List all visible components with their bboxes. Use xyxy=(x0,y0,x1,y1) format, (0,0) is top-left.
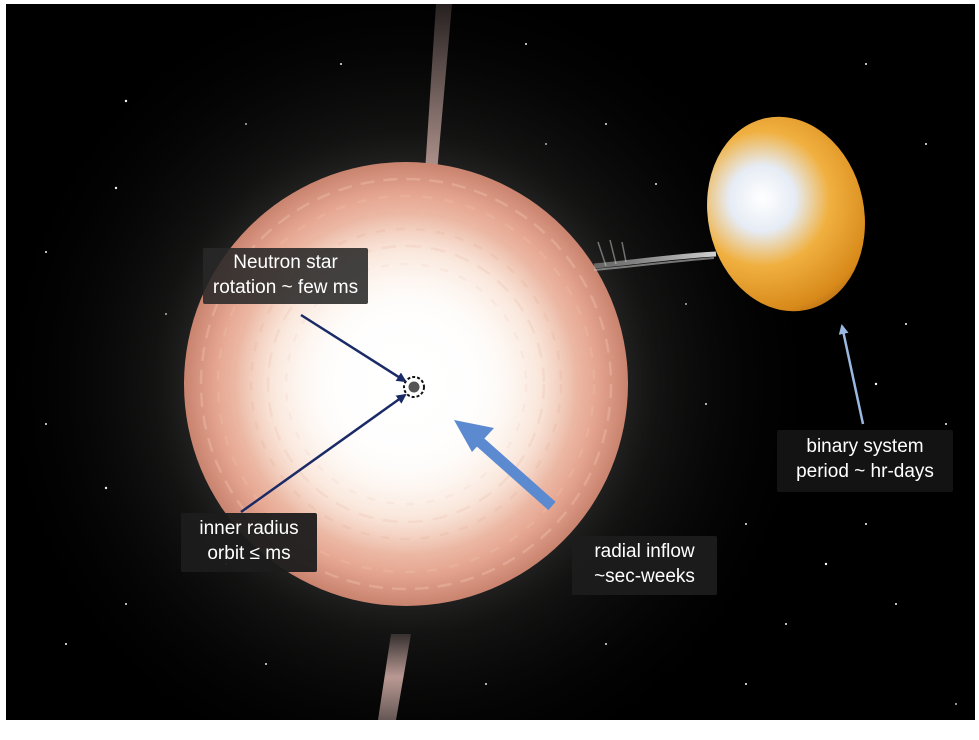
companion-star xyxy=(707,116,865,312)
radial-inflow-label-line2: ~sec-weeks xyxy=(594,566,695,587)
inner-radius-label-line2: orbit ≤ ms xyxy=(207,543,291,564)
neutron-star-label-bg xyxy=(203,248,368,304)
mass-transfer-stream xyxy=(593,239,717,271)
radial-inflow-label-bg xyxy=(572,536,717,595)
arrow-inner-radius xyxy=(240,393,407,514)
arrow-radial-inflow xyxy=(454,420,556,511)
binary-system-label-line1: binary system xyxy=(806,436,924,457)
neutron-star-marker xyxy=(403,376,425,398)
binary-system-label-bg xyxy=(777,430,953,492)
jet-lower xyxy=(378,634,411,720)
accretion-scene xyxy=(6,4,975,720)
radial-inflow-label: radial inflow ~sec-weeks xyxy=(572,536,717,595)
inner-radius-label-bg xyxy=(181,513,317,572)
binary-system-label-line2: period ~ hr-days xyxy=(796,461,934,482)
illustration-frame: Neutron star rotation ~ few ms inner rad… xyxy=(6,4,975,720)
inner-radius-label-line1: inner radius xyxy=(199,518,299,539)
binary-system-label: binary system period ~ hr-days xyxy=(777,430,953,492)
arrow-binary-system xyxy=(838,324,865,425)
neutron-star-label-line1: Neutron star xyxy=(233,252,338,273)
arrow-neutron-star xyxy=(300,313,407,383)
inner-radius-label: inner radius orbit ≤ ms xyxy=(181,513,317,572)
neutron-star-label-line2: rotation ~ few ms xyxy=(212,277,359,298)
neutron-star-label: Neutron star rotation ~ few ms xyxy=(203,248,368,304)
radial-inflow-label-line1: radial inflow xyxy=(594,541,695,562)
